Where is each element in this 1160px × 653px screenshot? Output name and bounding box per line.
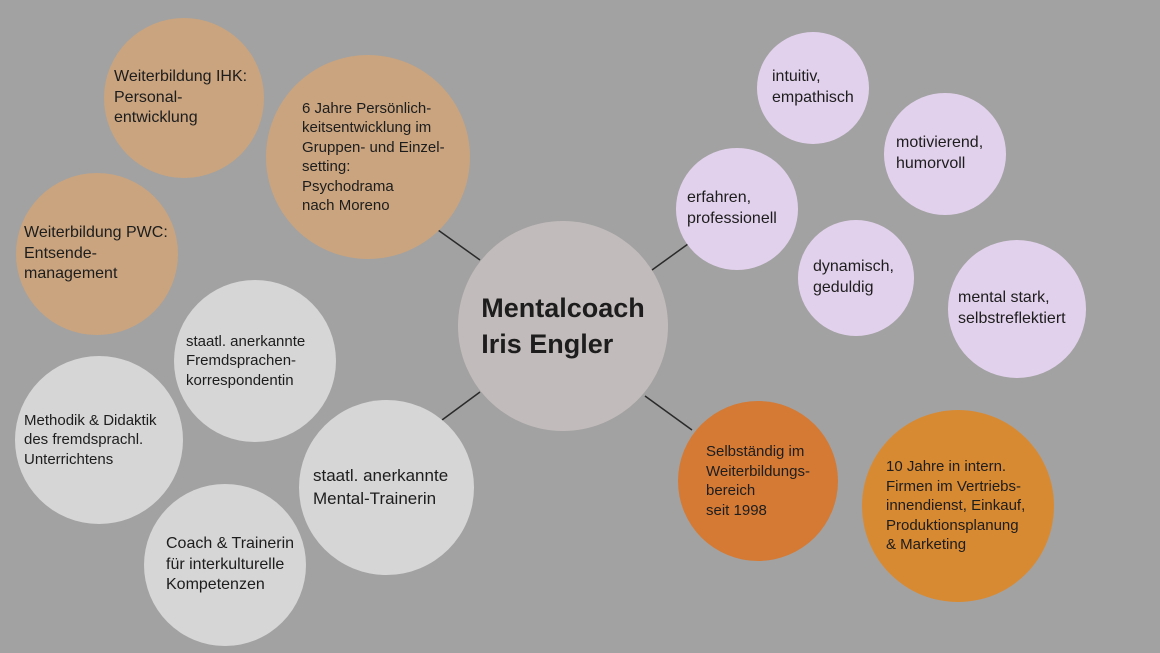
connector-mental-trainerin <box>441 391 481 421</box>
connector-erfahren <box>651 243 689 271</box>
bubble-intuitiv: intuitiv, empathisch <box>757 32 869 144</box>
bubble-weiterbildung-ihk: Weiterbildung IHK: Personal- entwicklung <box>104 18 264 178</box>
bubble-label: 10 Jahre in intern. Firmen im Vertriebs-… <box>886 458 1026 554</box>
bubble-mental-stark: mental stark, selbstreflektiert <box>948 240 1086 378</box>
bubble-label: mental stark, selbstreflektiert <box>958 289 1066 327</box>
bubble-weiterbildung-pwc: Weiterbildung PWC: Entsende- management <box>16 173 178 335</box>
bubble-selbstaendig: Selbständig im Weiterbildungs- bereich s… <box>678 401 838 561</box>
bubble-label: staatl. anerkannte Mental-Trainerin <box>313 466 449 508</box>
bubble-coach-trainerin: Coach & Trainerin für interkulturelle Ko… <box>144 484 306 646</box>
bubble-mental-trainerin: staatl. anerkannte Mental-Trainerin <box>299 400 474 575</box>
center-title-line2: Iris Engler <box>481 329 614 359</box>
bubble-label: Weiterbildung IHK: Personal- entwicklung <box>114 67 248 127</box>
bubble-label: intuitiv, empathisch <box>772 68 854 106</box>
bubble-motivierend: motivierend, humorvoll <box>884 93 1006 215</box>
bubble-label: 6 Jahre Persönlich- keitsentwicklung im … <box>302 99 445 215</box>
center-node: Mentalcoach Iris Engler <box>458 221 668 431</box>
bubble-dynamisch: dynamisch, geduldig <box>798 220 914 336</box>
bubble-zehn-jahre: 10 Jahre in intern. Firmen im Vertriebs-… <box>862 410 1054 602</box>
bubble-erfahren: erfahren, professionell <box>676 148 798 270</box>
bubble-label: dynamisch, geduldig <box>813 258 894 296</box>
bubble-methodik: Methodik & Didaktik des fremdsprachl. Un… <box>15 356 183 524</box>
bubble-label: staatl. anerkannte Fremdsprachen- korres… <box>186 332 306 389</box>
bubble-label: motivierend, humorvoll <box>896 134 984 172</box>
connector-selbstaendig <box>644 395 693 431</box>
bubble-label: Coach & Trainerin für interkulturelle Ko… <box>166 534 295 594</box>
center-title: Mentalcoach Iris Engler <box>481 290 645 363</box>
bubble-label: Selbständig im Weiterbildungs- bereich s… <box>706 443 810 519</box>
bubble-label: Weiterbildung PWC: Entsende- management <box>24 223 168 283</box>
center-title-line1: Mentalcoach <box>481 292 645 323</box>
bubble-label: erfahren, professionell <box>687 189 777 227</box>
bubble-fremdsprachen: staatl. anerkannte Fremdsprachen- korres… <box>174 280 336 442</box>
connector-psychodrama <box>437 229 481 261</box>
bubble-psychodrama: 6 Jahre Persönlich- keitsentwicklung im … <box>266 55 470 259</box>
bubble-label: Methodik & Didaktik des fremdsprachl. Un… <box>24 411 157 468</box>
